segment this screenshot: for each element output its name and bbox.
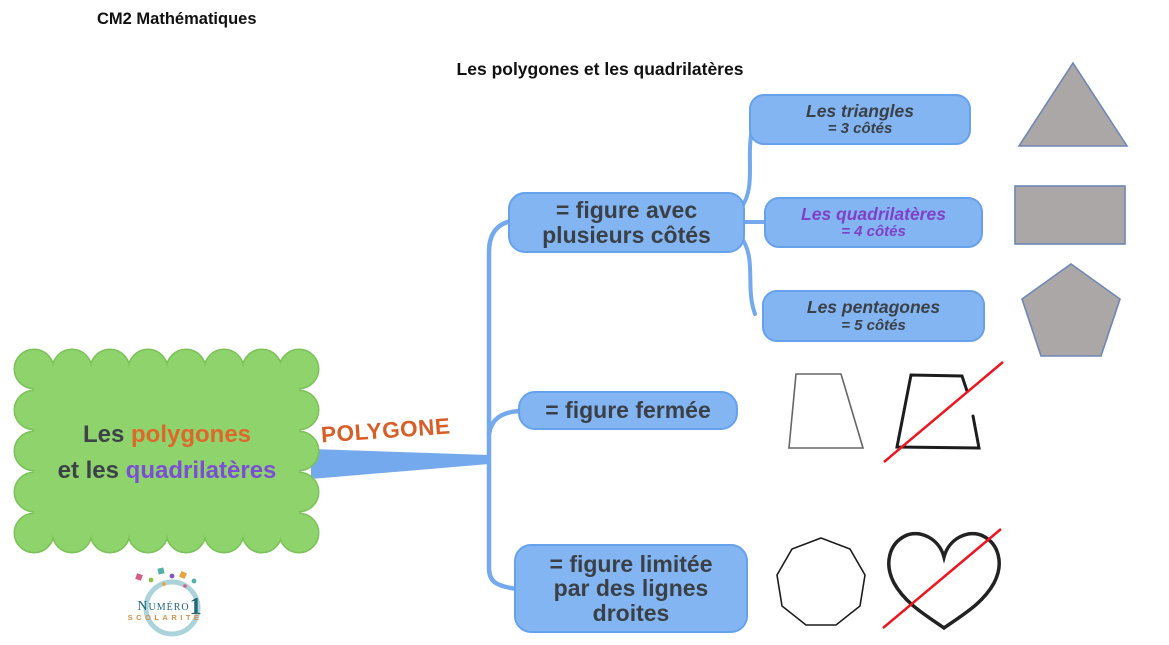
branch-node-many-sides: = figure avec plusieurs côtés — [508, 192, 745, 253]
triangles-subtitle: = 3 côtés — [827, 120, 893, 138]
triangles-title: Les triangles — [806, 100, 914, 121]
closed-branch-line — [486, 408, 523, 437]
branch-straight-line3: droites — [592, 599, 670, 626]
root-word-polygones: polygones — [131, 421, 252, 448]
leaf-node-quadrilaterals: Les quadrilatères = 4 côtés — [764, 197, 983, 248]
logo-name: Numéro1 — [137, 594, 203, 620]
nonagon-shape — [776, 537, 866, 626]
logo-graphic — [135, 567, 201, 637]
pentagon-shape — [1021, 263, 1121, 357]
red-strike-line-heart — [882, 528, 1002, 629]
pentagons-title: Les pentagones — [806, 297, 941, 318]
trunk-label: POLYGONE — [320, 413, 452, 448]
open-trapezoid-shape — [895, 373, 981, 450]
quadrilaterals-title: Les quadrilatères — [801, 203, 946, 224]
branch-node-closed-figure: = figure fermée — [518, 391, 738, 430]
branch-straight-line1: = figure limitée — [549, 551, 713, 578]
leaf-node-pentagons: Les pentagones = 5 côtés — [762, 290, 985, 342]
branch-closed-label: = figure fermée — [545, 397, 711, 424]
rectangle-shape — [1014, 185, 1126, 245]
logo-confetti — [135, 567, 197, 588]
logo-ring — [143, 579, 201, 637]
branch-many-sides-line1: = figure avec — [555, 197, 698, 224]
root-node-line2: et les quadrilatères — [57, 457, 277, 484]
trapezoid-shape — [788, 373, 865, 449]
leaf-node-triangles: Les triangles = 3 côtés — [749, 94, 971, 145]
pentagons-subtitle: = 5 côtés — [841, 316, 906, 334]
root-node-line1: Les polygones — [82, 421, 252, 448]
branch-many-sides-line2: plusieurs côtés — [542, 221, 711, 248]
red-strike-line-open-trapezoid — [883, 361, 1004, 463]
quadrilaterals-subtitle: = 4 côtés — [841, 223, 906, 241]
page-title: CM2 Mathématiques — [97, 10, 257, 28]
triangle-shape — [1017, 61, 1129, 147]
lesson-title: Les polygones et les quadrilatères — [456, 59, 744, 79]
numero1-logo: Numéro1 SCOLARITÉ — [106, 566, 234, 642]
root-node: Les polygones et les quadrilatères — [12, 347, 322, 559]
trunk-line — [486, 218, 520, 592]
branch-node-straight-lines: = figure limitée par des lignes droites — [514, 544, 748, 633]
main-branch-line — [311, 449, 489, 479]
root-cloud-shape — [13, 348, 320, 554]
root-word-quadrilateres: quadrilatères — [125, 457, 277, 484]
heart-shape — [887, 531, 1001, 631]
pentagons-branch-line — [739, 235, 757, 316]
logo-one: 1 — [189, 594, 203, 620]
branch-straight-line2: par des lignes — [553, 575, 709, 602]
logo-tagline: SCOLARITÉ — [127, 613, 203, 622]
